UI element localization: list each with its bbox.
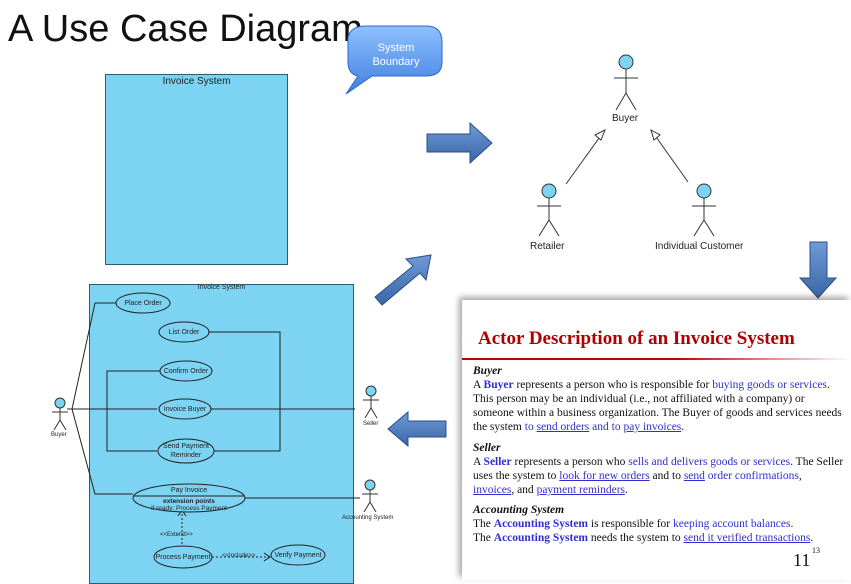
buyer-link-buying: buying goods or services (712, 379, 827, 391)
left-arrow (387, 410, 447, 448)
callout-label: System Boundary (372, 42, 420, 68)
actor-description-panel (462, 300, 851, 580)
extension-point-item: if ready: Process Payment (151, 505, 227, 512)
usecase-actors (52, 385, 379, 513)
use-case-label-pay-invoice: Pay Invoice (170, 487, 208, 494)
right-arrow (426, 121, 493, 165)
usecase-ellipses (115, 292, 326, 569)
use-case-send-payment-reminder (157, 438, 215, 464)
accounting-text-3: . (790, 518, 794, 530)
extend-label: <<Extend>> (160, 532, 193, 538)
slide-title: A Use Case Diagram (8, 8, 363, 50)
use-case-process-payment (153, 545, 213, 569)
seller-text-5: , (798, 470, 802, 482)
system-boundary-box (105, 74, 288, 265)
seller-heading: Seller (473, 442, 501, 454)
accounting-name: Accounting System (493, 518, 589, 530)
accounting-text-2: is responsible for (588, 518, 673, 530)
accounting-link-balances: keeping account balances (672, 518, 791, 530)
accounting-text-5: needs the system to (588, 532, 684, 544)
actor-icon-retailer (537, 183, 561, 237)
accounting-text-1: The (473, 518, 494, 530)
actor-label-accounting-system: Accounting System (342, 515, 394, 521)
generalization-diagram (537, 54, 716, 237)
title-rule (462, 358, 851, 360)
actor-icon-seller (363, 385, 379, 419)
system-boundary-callout (345, 25, 443, 95)
down-arrow (798, 241, 838, 299)
seller-text-1: A (473, 456, 484, 468)
seller-link-payment-reminders[interactable]: payment reminders (536, 484, 626, 496)
page-superscript: 13 (812, 546, 820, 555)
seller-text-7: . (625, 484, 628, 496)
seller-link-send[interactable]: send (683, 470, 705, 482)
usecase-system-title: Invoice System (197, 284, 246, 291)
use-case-label-verify-payment: Verify Payment (274, 552, 322, 559)
actor-description-title: Actor Description of an Invoice System (478, 328, 795, 349)
seller-description: Seller A Seller represents a person who … (473, 441, 845, 497)
use-case-pay-invoice (132, 483, 246, 513)
buyer-text-3: . This person may be an individual (i.e.… (473, 379, 842, 433)
seller-name: Seller (483, 456, 512, 468)
extension-points-header: extension points (163, 498, 215, 505)
use-case-label-invoice-buyer: Invoice Buyer (163, 406, 207, 413)
page-number: 11 (793, 550, 811, 570)
use-case-label-list-order: List Order (168, 329, 200, 336)
seller-text-6: , and (511, 484, 537, 496)
use-case-list-order (158, 321, 210, 343)
usecase-associations (67, 302, 360, 562)
accounting-heading: Accounting System (473, 504, 565, 516)
accounting-text-6: . (810, 532, 814, 544)
actor-icon-buyer (52, 397, 68, 431)
accounting-name-2: Accounting System (493, 532, 589, 544)
buyer-name: Buyer (483, 379, 514, 391)
use-case-place-order (115, 292, 171, 314)
accounting-description: Accounting System The Accounting System … (473, 503, 845, 545)
use-case-verify-payment (270, 544, 326, 566)
accounting-link-verified-transactions[interactable]: send it verified transactions (683, 532, 811, 544)
actor-label-retailer: Retailer (530, 241, 565, 252)
use-case-label-send-payment-reminder: Send Payment Reminder (163, 443, 209, 459)
accounting-text-4: The (473, 532, 494, 544)
buyer-text-2: represents a person who is responsible f… (513, 379, 713, 391)
seller-link-order-confirmations: order confirmations (704, 470, 799, 482)
buyer-link-send-orders[interactable]: send orders (536, 421, 590, 433)
buyer-description: Buyer A Buyer represents a person who is… (473, 364, 845, 434)
use-case-label-confirm-order: Confirm Order (163, 368, 209, 375)
actor-label-seller: Seller (363, 421, 379, 427)
buyer-link-to: to (524, 421, 537, 433)
actor-label-buyer: Buyer (51, 432, 67, 438)
use-case-label-process-payment: Process Payment (155, 554, 211, 561)
seller-text-4: and to (649, 470, 684, 482)
seller-text-3: . The Seller uses the system to (473, 456, 844, 482)
actor-icon-individual-customer (692, 183, 716, 237)
use-case-invoice-buyer (158, 398, 212, 420)
buyer-heading: Buyer (473, 365, 502, 377)
use-case-label-place-order: Place Order (124, 300, 162, 307)
up-right-arrow (374, 254, 432, 306)
actor-label-individual-customer: Individual Customer (655, 241, 744, 252)
actor-icon-buyer-parent (614, 54, 638, 111)
use-case-confirm-order (159, 360, 213, 382)
system-boundary-title: Invoice System (162, 76, 231, 87)
include-label: <<Include>> (222, 553, 256, 559)
actor-label-buyer-parent: Buyer (612, 113, 639, 124)
seller-link-invoices[interactable]: invoices (473, 484, 512, 496)
seller-link-look-for-orders[interactable]: look for new orders (559, 470, 650, 482)
actor-icon-accounting-system (362, 479, 378, 513)
buyer-link-pay-invoices[interactable]: pay invoices (623, 421, 682, 433)
buyer-text-1: A (473, 379, 484, 391)
seller-link-sells: sells and delivers goods or services (628, 456, 791, 468)
buyer-text-4: . (681, 421, 685, 433)
seller-text-2: represents a person who (511, 456, 629, 468)
buyer-link-and-to: and to (589, 421, 624, 433)
